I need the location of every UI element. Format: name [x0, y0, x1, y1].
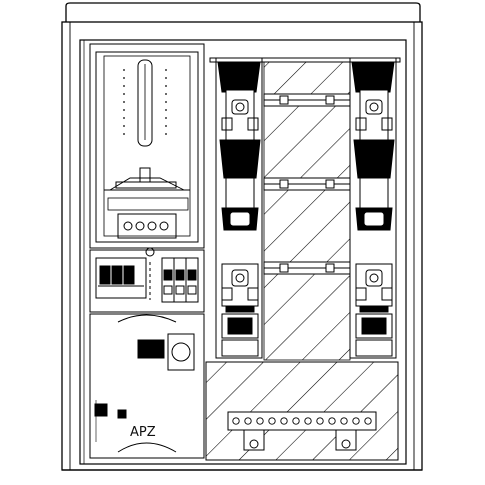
busbar-terminal: [328, 417, 336, 425]
meter-scale-dot: [123, 125, 125, 127]
busbar-terminal: [340, 417, 348, 425]
busbar-terminal: [256, 417, 264, 425]
apz-module: [89, 313, 205, 459]
busbar-terminal: [292, 417, 300, 425]
meter-scale-dot: [165, 77, 167, 79]
fuse-column-left: [215, 57, 263, 359]
mounting-rails: [209, 57, 401, 275]
meter-scale-dot: [123, 69, 125, 71]
hatched-area-bottom: [205, 361, 399, 461]
meter-scale-dot: [165, 85, 167, 87]
busbar-terminal: [364, 417, 372, 425]
busbar-terminals: [232, 417, 372, 425]
meter-scale-dots: [123, 69, 167, 135]
neutral-busbar: [227, 411, 377, 451]
meter-scale-dot: [123, 101, 125, 103]
hatched-area-top: [263, 59, 351, 361]
busbar-terminal: [304, 417, 312, 425]
meter-scale-dot: [165, 117, 167, 119]
meter-scale-dot: [123, 85, 125, 87]
busbar-terminal: [316, 417, 324, 425]
meter-scale-dot: [123, 133, 125, 135]
meter-scale-dot: [165, 101, 167, 103]
busbar-terminal: [352, 417, 360, 425]
meter-scale-dot: [123, 93, 125, 95]
busbar-terminal: [244, 417, 252, 425]
meter-scale-dot: [123, 117, 125, 119]
fuse-column-right: [349, 57, 397, 359]
meter-scale-dot: [165, 109, 167, 111]
cabinet: [61, 2, 423, 471]
control-panel: [89, 247, 205, 313]
meter-panel: [89, 43, 205, 249]
meter-scale-dot: [165, 69, 167, 71]
meter-scale-dot: [165, 93, 167, 95]
meter-scale-dot: [165, 125, 167, 127]
apz-label: APZ: [130, 425, 156, 440]
busbar-terminal: [268, 417, 276, 425]
meter-scale-dot: [165, 133, 167, 135]
busbar-terminal: [232, 417, 240, 425]
meter-scale-dot: [123, 77, 125, 79]
busbar-terminal: [280, 417, 288, 425]
meter-scale-dot: [123, 109, 125, 111]
